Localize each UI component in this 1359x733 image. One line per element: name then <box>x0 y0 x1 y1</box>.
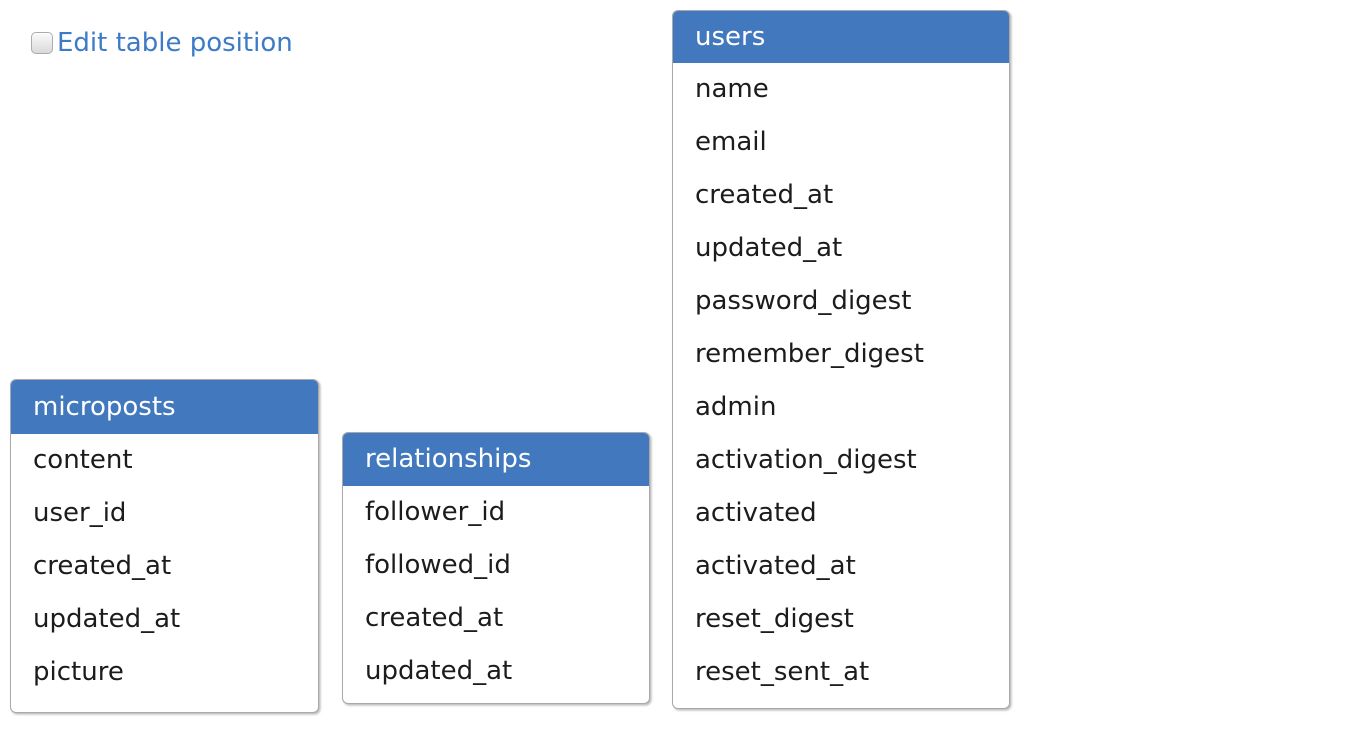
field-users-activation_digest: activation_digest <box>695 445 917 475</box>
table-title-relationships[interactable]: relationships <box>343 433 649 486</box>
field-users-reset_digest: reset_digest <box>695 604 854 634</box>
field-users-password_digest: password_digest <box>695 286 912 316</box>
field-users-activated_at: activated_at <box>695 551 856 581</box>
field-users-name: name <box>695 74 769 104</box>
field-microposts-created_at: created_at <box>33 551 172 581</box>
field-users-reset_sent_at: reset_sent_at <box>695 657 870 687</box>
table-title-microposts[interactable]: microposts <box>11 380 318 434</box>
table-fields-relationships: follower_id followed_id created_at updated_… <box>343 486 649 698</box>
field-relationships-follower_id: follower_id <box>365 497 506 527</box>
edit-table-position-checkbox[interactable] <box>31 32 53 55</box>
field-relationships-updated_at: updated_at <box>365 656 513 686</box>
field-users-admin: admin <box>695 392 777 422</box>
field-microposts-updated_at: updated_at <box>33 604 181 634</box>
field-users-remember_digest: remember_digest <box>695 339 924 369</box>
edit-table-position-label[interactable]: Edit table position <box>57 28 293 58</box>
field-relationships-followed_id: followed_id <box>365 550 511 580</box>
field-users-activated: activated <box>695 498 817 528</box>
field-relationships-created_at: created_at <box>365 603 504 633</box>
field-microposts-user_id: user_id <box>33 498 127 528</box>
field-microposts-content: content <box>33 445 133 475</box>
field-users-email: email <box>695 127 767 157</box>
field-users-created_at: created_at <box>695 180 834 210</box>
table-fields-users: name email created_at updated_at password_di… <box>673 63 1009 699</box>
table-title-users[interactable]: users <box>673 11 1009 63</box>
field-microposts-picture: picture <box>33 657 124 687</box>
edit-table-position-control: Edit table position <box>31 29 293 58</box>
field-users-updated_at: updated_at <box>695 233 843 263</box>
